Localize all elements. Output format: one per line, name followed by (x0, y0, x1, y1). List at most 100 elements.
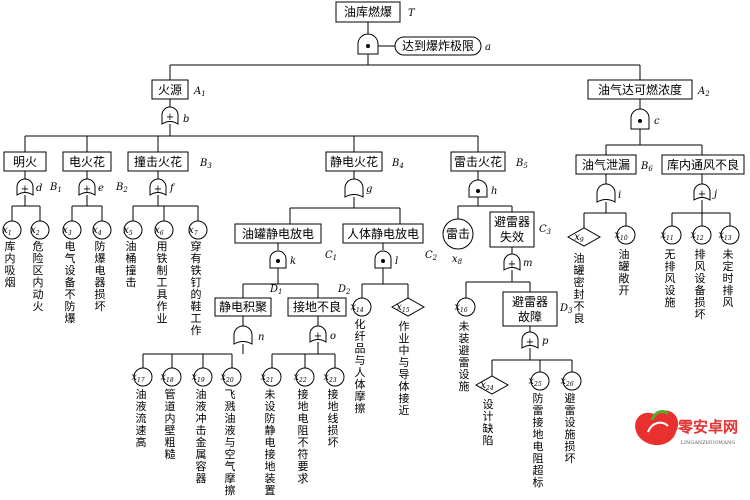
svg-text:+: + (154, 184, 162, 195)
D3-gate-letter: p (542, 336, 549, 347)
event-D1: 静电积聚 D1 (214, 284, 283, 317)
x14-code: x14 (350, 302, 363, 314)
x7-text: 穿有铁钉的鞋工作 (191, 239, 202, 337)
x24-code: x24 (480, 380, 493, 392)
B7-gate-letter: j (712, 189, 717, 200)
C1-gate-letter: k (290, 256, 296, 267)
basic-event-x8: 雷击 x8 (442, 218, 474, 266)
A1-label: 火源 (158, 83, 182, 97)
x8-code: x8 (452, 254, 463, 266)
basic-event-x2: x2 危险区内动火 (30, 220, 50, 313)
x1-text: 库内吸烟 (5, 240, 16, 289)
event-C1: 油罐静电放电 C1 (234, 223, 337, 262)
x24-diamond (474, 375, 510, 395)
x18-text: 管道内壁粗糙 (165, 387, 176, 461)
A1-gate-letter: b (183, 114, 189, 125)
C1-code: C1 (325, 250, 337, 262)
x14-text: 化纤品与人体摩擦 (355, 317, 366, 415)
svg-text:+: + (508, 259, 516, 270)
x8-label: 雷击 (446, 227, 470, 241)
event-B3: 撞击火花 B3 (127, 151, 212, 172)
x1-code: x1 (2, 225, 11, 237)
x2-circle (30, 220, 50, 240)
event-B1: 明火 B1 (3, 151, 62, 194)
x12-text: 排风设备损坏 (695, 247, 706, 321)
x22-code: x22 (293, 372, 306, 384)
x2-text: 危险区内动火 (33, 240, 44, 313)
connectors (11, 22, 731, 376)
and-gate-A2: c (630, 108, 660, 130)
D3-label-line2: 故障 (518, 309, 542, 324)
svg-text:+: + (698, 189, 706, 200)
x25-circle (530, 371, 550, 391)
x14-circle (352, 297, 372, 317)
x19-circle (193, 367, 213, 387)
C2-gate-letter: l (395, 256, 398, 267)
B6-gate-letter: i (618, 190, 621, 201)
B1-code: B1 (49, 182, 62, 194)
event-C3: 避雷器 失效 C3 (489, 211, 552, 248)
x18-circle (162, 367, 182, 387)
B4-gate-letter: g (366, 184, 372, 195)
x20-circle (222, 367, 242, 387)
B1-gate-letter: d (36, 183, 42, 194)
basic-events: x1库内吸烟x2危险区内动火x3电气设备不防爆x4防爆电器损坏x5油桶撞击x6用… (2, 220, 740, 497)
x2-code: x2 (30, 225, 40, 237)
D2-code: D2 (337, 284, 351, 296)
x19-text: 油液冲击金属容器 (196, 387, 207, 485)
x9-code: x9 (574, 232, 584, 244)
x16-code: x16 (454, 302, 467, 314)
x12-code: x12 (690, 230, 703, 242)
x16-text: 未装避雷设施 (459, 320, 470, 393)
watermark-text: 零安卓网 (677, 418, 738, 436)
D1-code: D1 (269, 284, 283, 296)
D1-label: 静电积聚 (219, 300, 267, 314)
D3-label-line1: 避雷器 (512, 295, 548, 309)
x23-code: x23 (323, 372, 336, 384)
D2-label: 接地不良 (293, 299, 341, 314)
x11-text: 无排风设施 (665, 248, 676, 309)
x17-circle (133, 367, 153, 387)
x5-code: x5 (123, 225, 133, 237)
C3-label-line1: 避雷器 (494, 215, 530, 229)
top-event: 油库燃爆 T (335, 1, 416, 23)
C3-gate-letter: m (523, 258, 532, 269)
or-gate-D1: n (233, 325, 264, 345)
x17-code: x17 (131, 372, 144, 384)
basic-event-x5: x5 油桶撞击 (123, 220, 143, 289)
x3-circle (62, 220, 82, 240)
x1-circle (2, 220, 22, 240)
x18-code: x18 (160, 372, 173, 384)
svg-text:+: + (21, 184, 29, 195)
D1-gate-letter: n (258, 332, 264, 343)
A2-label: 油气达可燃浓度 (598, 82, 682, 97)
x5-text: 油桶撞击 (126, 239, 137, 289)
B5-gate-letter: h (491, 186, 497, 197)
B5-code: B5 (515, 158, 528, 170)
x3-code: x3 (62, 225, 72, 237)
x5-circle (123, 220, 143, 240)
x26-code: x26 (560, 376, 573, 388)
event-D2: 接地不良 D2 (287, 284, 351, 317)
B2-gate-letter: e (98, 183, 104, 194)
B7-label: 库内通风不良 (667, 157, 739, 172)
x10-text: 油罐敞开 (619, 247, 630, 297)
C3-label-line2: 失效 (500, 229, 524, 244)
A2-code: A2 (697, 86, 710, 98)
D3-code: D3 (559, 303, 573, 315)
svg-text:+: + (526, 337, 534, 348)
basic-event-x16: x16 未装避雷设施 (454, 297, 476, 393)
x22-circle (295, 367, 315, 387)
or-gate-A1: + b (161, 106, 189, 125)
x13-text: 未定时排风 (723, 248, 734, 309)
